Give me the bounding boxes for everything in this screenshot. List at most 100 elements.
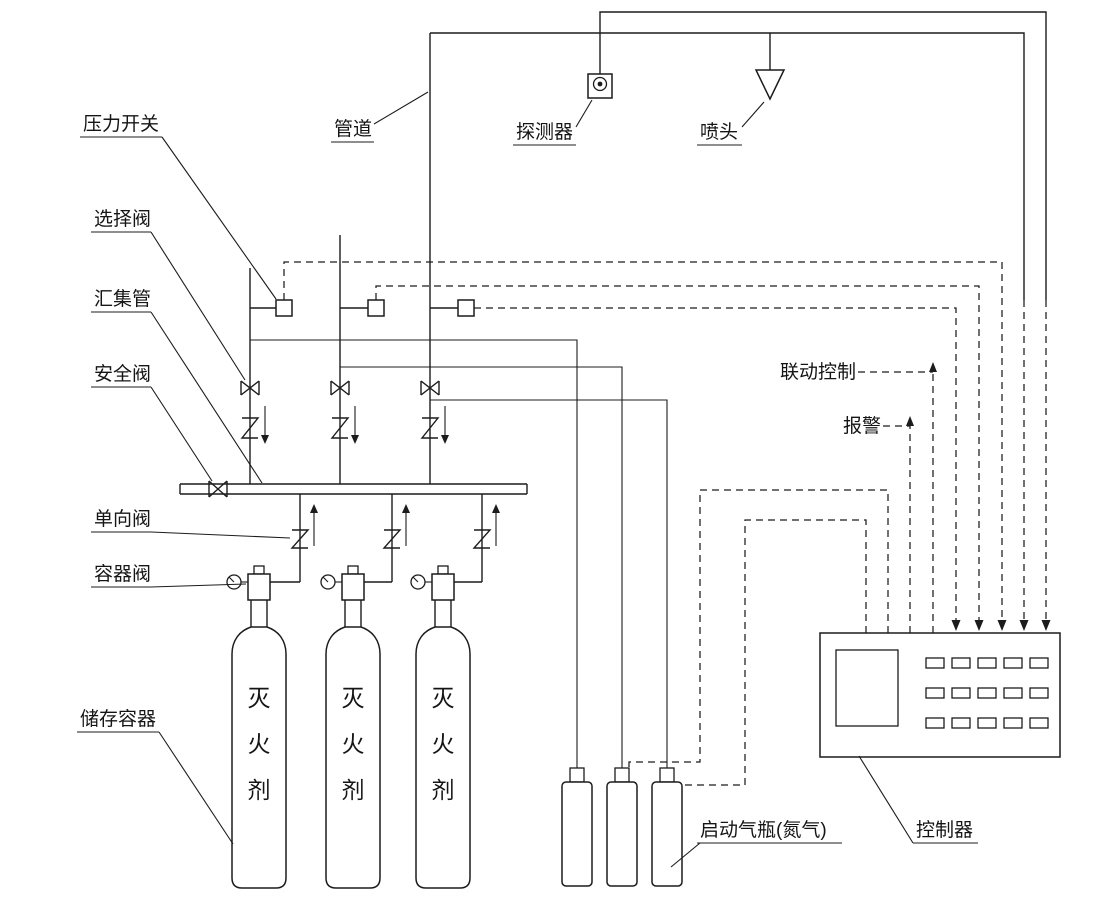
label-group-pipe: 管道 bbox=[331, 91, 429, 143]
nozzle-funnel bbox=[754, 69, 786, 101]
cylinder-body bbox=[415, 626, 471, 889]
gauge-needle bbox=[322, 576, 329, 583]
z-joint-icon bbox=[240, 417, 260, 439]
controller-button[interactable] bbox=[925, 687, 945, 699]
cylinder-label-char: 剂 bbox=[342, 777, 365, 803]
label-group-storage-container: 储存容器 bbox=[77, 708, 234, 845]
z-joint-icon bbox=[382, 529, 402, 549]
arrow-up-icon bbox=[929, 362, 937, 372]
controller-button[interactable] bbox=[1003, 687, 1023, 699]
label-container-valve: 容器阀 bbox=[94, 563, 151, 585]
arrow-down-icon bbox=[951, 620, 961, 631]
controller-button[interactable] bbox=[1029, 687, 1049, 699]
detector-dot bbox=[597, 81, 603, 87]
check-valve-group-3 bbox=[454, 494, 500, 583]
storage-cylinder-1: 灭 火 剂 bbox=[226, 565, 287, 889]
z-joint-icon bbox=[330, 417, 350, 439]
start-cylinder-control-line-2 bbox=[628, 489, 889, 768]
controller-button[interactable] bbox=[977, 717, 997, 729]
label-group-pressure-switch: 压力开关 bbox=[80, 113, 277, 300]
manifold-pipe bbox=[179, 483, 528, 495]
gauge-needle bbox=[228, 576, 235, 583]
check-valve-group-1 bbox=[270, 494, 318, 583]
controller-button[interactable] bbox=[925, 657, 945, 669]
cylinder-body bbox=[325, 626, 381, 889]
controller-button[interactable] bbox=[925, 717, 945, 729]
cylinder-label-char: 火 bbox=[342, 731, 365, 757]
selector-valve-symbol bbox=[330, 380, 350, 396]
container-valve-body bbox=[341, 573, 365, 601]
label-manifold: 汇集管 bbox=[94, 288, 151, 310]
detector-circuit-line bbox=[599, 11, 1047, 300]
leader-line bbox=[150, 311, 263, 484]
pressure-switch-box bbox=[457, 299, 475, 317]
controller-button[interactable] bbox=[1029, 657, 1049, 669]
valve-cap bbox=[253, 565, 265, 575]
pneumatic-start-lines bbox=[250, 339, 668, 768]
controller-screen bbox=[835, 649, 899, 727]
start-line-1 bbox=[250, 339, 578, 768]
nozzle-symbol bbox=[754, 69, 786, 101]
cylinder-label-char: 灭 bbox=[342, 685, 365, 711]
label-alarm: 报警 bbox=[843, 415, 881, 437]
start-line-2 bbox=[340, 366, 623, 768]
control-wiring bbox=[283, 261, 1007, 786]
cylinder-label-char: 火 bbox=[432, 731, 455, 757]
label-pressure-switch: 压力开关 bbox=[83, 113, 159, 135]
controller-button[interactable] bbox=[951, 657, 971, 669]
start-cylinder-control-line-1 bbox=[682, 519, 867, 786]
cylinder-label-char: 剂 bbox=[432, 777, 455, 803]
leader-line bbox=[158, 731, 234, 845]
controller-button[interactable] bbox=[1003, 717, 1023, 729]
selector-valve-symbol bbox=[240, 380, 260, 396]
controller-button[interactable] bbox=[951, 687, 971, 699]
start-cylinder-valve bbox=[569, 767, 585, 783]
label-group-alarm: 报警 bbox=[843, 415, 881, 437]
label-selector-valve: 选择阀 bbox=[94, 208, 151, 230]
check-valve-group-2 bbox=[364, 494, 410, 583]
controller-button[interactable] bbox=[951, 717, 971, 729]
z-joint-icon bbox=[290, 529, 310, 549]
label-storage-container: 储存容器 bbox=[80, 708, 156, 730]
controller-button[interactable] bbox=[1003, 657, 1023, 669]
label-group-nozzle: 喷头 bbox=[697, 101, 765, 146]
container-valve-body bbox=[247, 573, 271, 601]
pressure-switch-signal-1 bbox=[283, 261, 1003, 620]
label-start-cylinder: 启动气瓶(氮气) bbox=[700, 819, 827, 841]
label-group-controller: 控制器 bbox=[858, 755, 978, 844]
controller-buttons[interactable] bbox=[925, 657, 1049, 729]
leader-line bbox=[161, 136, 277, 300]
gauge-needle bbox=[412, 576, 419, 583]
arrow-down-icon bbox=[1041, 620, 1051, 631]
arrow-up-icon bbox=[906, 416, 914, 426]
cylinder-label-char: 剂 bbox=[248, 777, 271, 803]
arrow-up-icon bbox=[492, 504, 500, 513]
cylinder-label-char: 灭 bbox=[248, 685, 271, 711]
controller-button[interactable] bbox=[1029, 717, 1049, 729]
label-group-selector-valve: 选择阀 bbox=[91, 208, 246, 381]
start-cylinder-3 bbox=[651, 767, 683, 887]
start-cylinder-body bbox=[651, 781, 683, 887]
detector-symbol bbox=[587, 73, 613, 99]
pressure-switch-signal-3 bbox=[474, 307, 957, 620]
riser-group-3 bbox=[420, 33, 475, 484]
label-check-valve: 单向阀 bbox=[94, 508, 151, 530]
valve-cap bbox=[347, 565, 359, 575]
label-safety-valve: 安全阀 bbox=[94, 363, 151, 385]
controller-button[interactable] bbox=[977, 657, 997, 669]
label-linkage-control: 联动控制 bbox=[780, 361, 856, 383]
arrow-down-icon bbox=[1019, 620, 1029, 631]
selector-valve-symbol bbox=[420, 380, 440, 396]
leader-line bbox=[858, 755, 914, 844]
storage-cylinder-2: 灭 火 剂 bbox=[320, 565, 381, 889]
controller-button[interactable] bbox=[977, 687, 997, 699]
leader-line bbox=[150, 583, 247, 588]
label-nozzle: 喷头 bbox=[700, 121, 738, 143]
start-cylinder-valve bbox=[614, 767, 630, 783]
top-piping bbox=[430, 11, 1051, 631]
leader-line bbox=[741, 101, 765, 128]
arrow-up-icon bbox=[310, 504, 318, 513]
start-cylinder-2 bbox=[606, 767, 638, 887]
